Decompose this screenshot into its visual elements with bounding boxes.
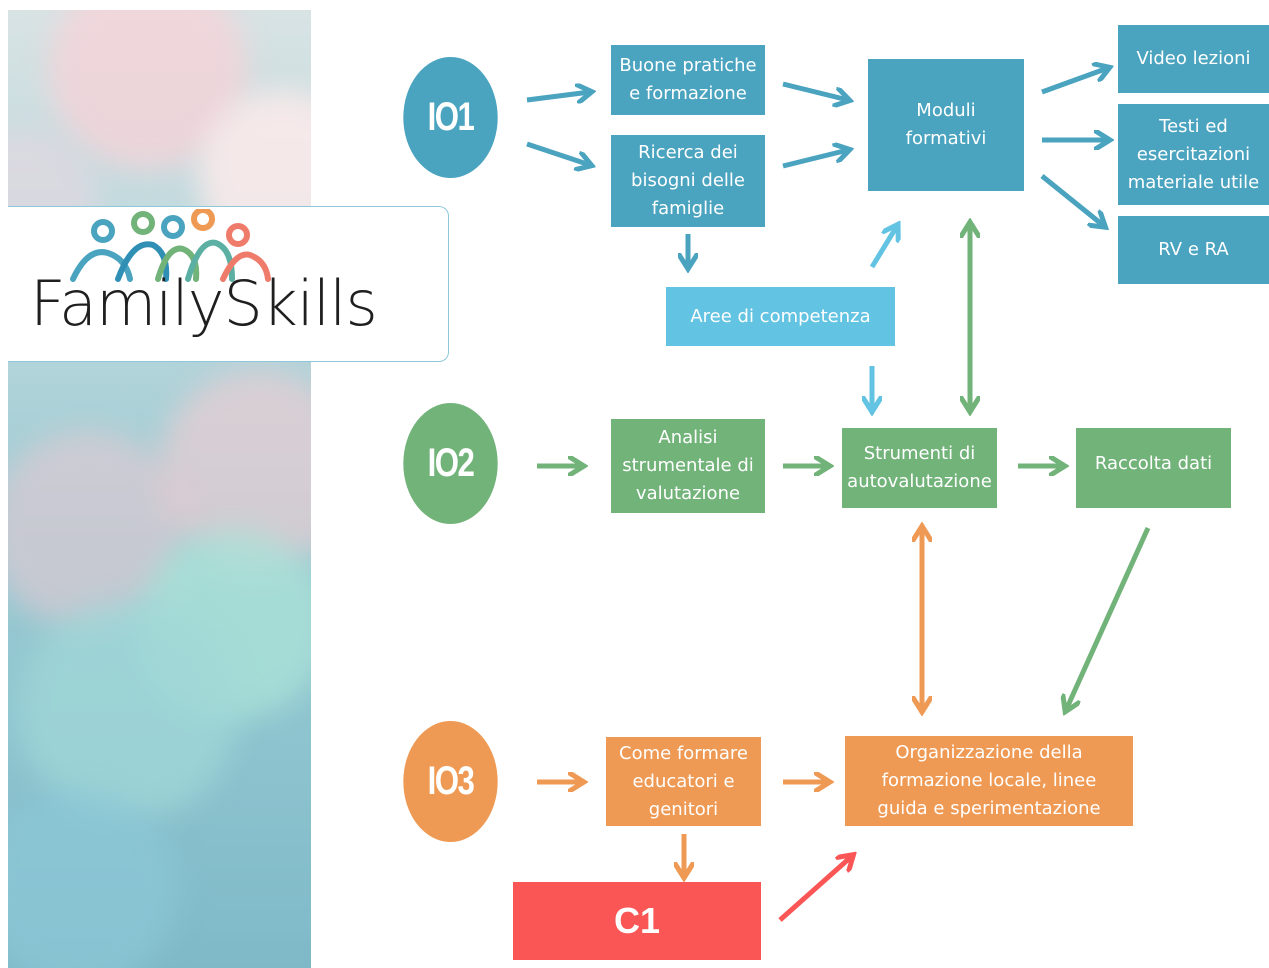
arrow-raccolta-to-organizzazione [1066, 526, 1151, 710]
family-figures-logo [70, 209, 271, 282]
arrow-moduli-to-rvra [1040, 174, 1104, 226]
box-organizzazione: Organizzazione della formazione locale, … [845, 736, 1133, 826]
arrow-ricerca-to-moduli [782, 150, 848, 169]
io2-circle: IO2 [403, 403, 498, 524]
arrow-aree-to-moduli [869, 226, 897, 269]
arrow-buone-to-moduli [782, 81, 848, 100]
box-raccolta-dati: Raccolta dati [1076, 428, 1231, 508]
box-aree-competenza: Aree di competenza [666, 287, 895, 346]
io1-circle: IO1 [403, 57, 498, 178]
logo-text: FamilySkills [30, 267, 378, 340]
box-come-formare: Come formare educatori e genitori [606, 737, 761, 826]
box-moduli-formativi: Moduli formativi [868, 59, 1024, 191]
box-rv-ra: RV e RA [1118, 216, 1269, 284]
box-testi-esercitazioni: Testi ed esercitazioni materiale utile [1118, 104, 1269, 205]
io3-circle: IO3 [403, 721, 498, 842]
box-analisi-strumentale: Analisi strumentale di valutazione [611, 419, 765, 513]
arrow-io1-to-ricerca [526, 141, 590, 165]
box-ricerca-bisogni: Ricerca dei bisogni delle famiglie [611, 135, 765, 227]
bokeh-background [8, 10, 311, 968]
arrow-io1-to-buone-pratiche [526, 92, 590, 100]
arrow-c1-to-organizzazione [778, 856, 852, 922]
box-video-lezioni: Video lezioni [1118, 25, 1269, 93]
box-c1: C1 [513, 882, 761, 960]
box-strumenti-autovalutazione: Strumenti di autovalutazione [842, 428, 997, 508]
arrow-moduli-to-video [1041, 68, 1108, 95]
box-buone-pratiche: Buone pratiche e formazione [611, 45, 765, 115]
logo-card: FamilySkills [8, 206, 449, 362]
